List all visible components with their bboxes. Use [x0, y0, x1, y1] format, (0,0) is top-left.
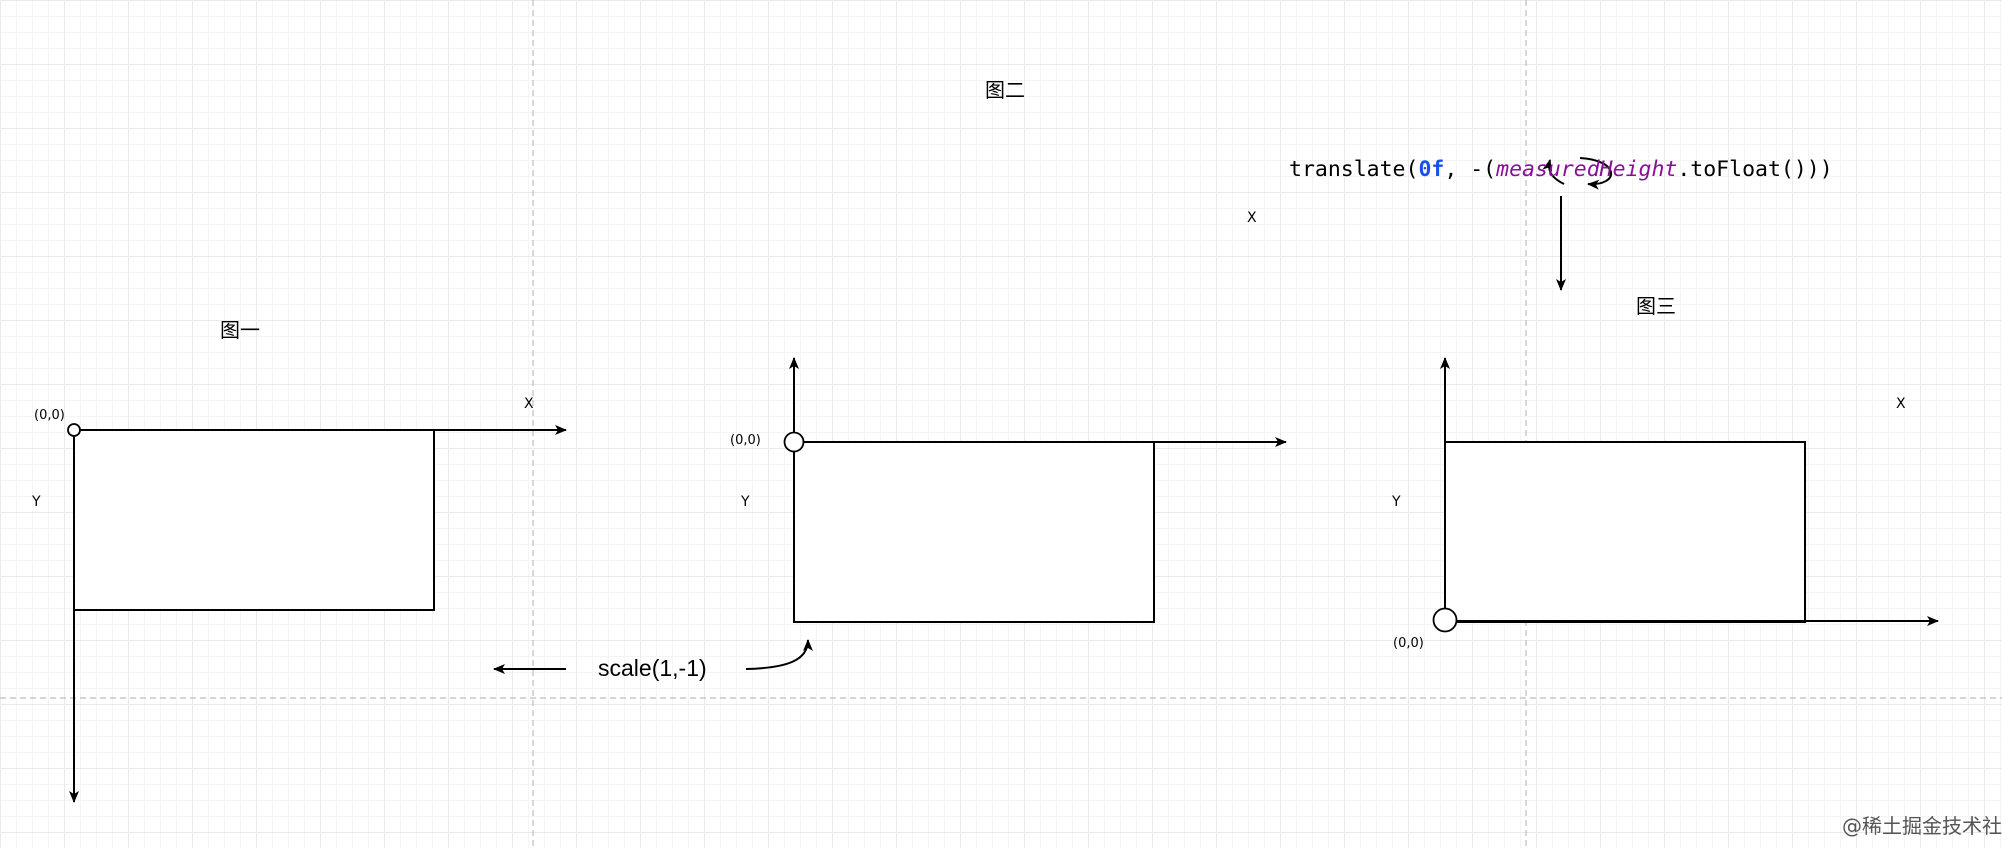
- panel-3-origin-label: (0,0): [1393, 636, 1424, 651]
- panel-1-title: 图一: [220, 318, 260, 342]
- scale-arrow-curve: [745, 639, 813, 670]
- translate-code-fn: translate(: [1289, 157, 1419, 182]
- translate-code-field: measuredHeight: [1496, 157, 1678, 182]
- panel-2-rect: [793, 441, 1155, 623]
- translate-arrow-hook: [1579, 157, 1612, 190]
- scale-arrows: [493, 639, 813, 674]
- panel-2-x-label: X: [1247, 210, 1257, 226]
- scale-operation-label: scale(1,-1): [598, 655, 707, 681]
- panel-3-y-label: Y: [1392, 494, 1401, 510]
- panel-3-x-label: X: [1896, 396, 1906, 412]
- panel-3-diagram: [1432, 357, 1939, 633]
- panel-3-origin-marker: [1432, 607, 1458, 633]
- translate-code-sep: , -(: [1444, 157, 1497, 182]
- panel-2-diagram: [783, 357, 1287, 623]
- translate-arrow-up-curve: [1542, 159, 1565, 185]
- panel-1-diagram: [67, 423, 567, 803]
- translate-operation-code: translate(0f, -(measuredHeight.toFloat()…: [1289, 157, 1833, 182]
- panel-2-origin-label: (0,0): [730, 433, 761, 448]
- panel-1-rect: [73, 429, 435, 611]
- watermark: @稀土掘金技术社区: [1842, 814, 2002, 838]
- panel-1-origin-label: (0,0): [34, 408, 65, 423]
- translate-arrows: [1542, 157, 1612, 291]
- panel-3-rect: [1444, 441, 1806, 623]
- panel-1-x-label: X: [524, 396, 534, 412]
- panel-1-origin-marker: [67, 423, 81, 437]
- panel-2-origin-marker: [783, 431, 805, 453]
- panel-2-title: 图二: [985, 78, 1025, 102]
- panel-2-y-label: Y: [741, 494, 750, 510]
- translate-code-number: 0f: [1418, 157, 1445, 182]
- translate-code-tail: .toFloat())): [1677, 157, 1833, 182]
- panel-1-y-label: Y: [32, 494, 41, 510]
- panel-3-title: 图三: [1636, 294, 1676, 318]
